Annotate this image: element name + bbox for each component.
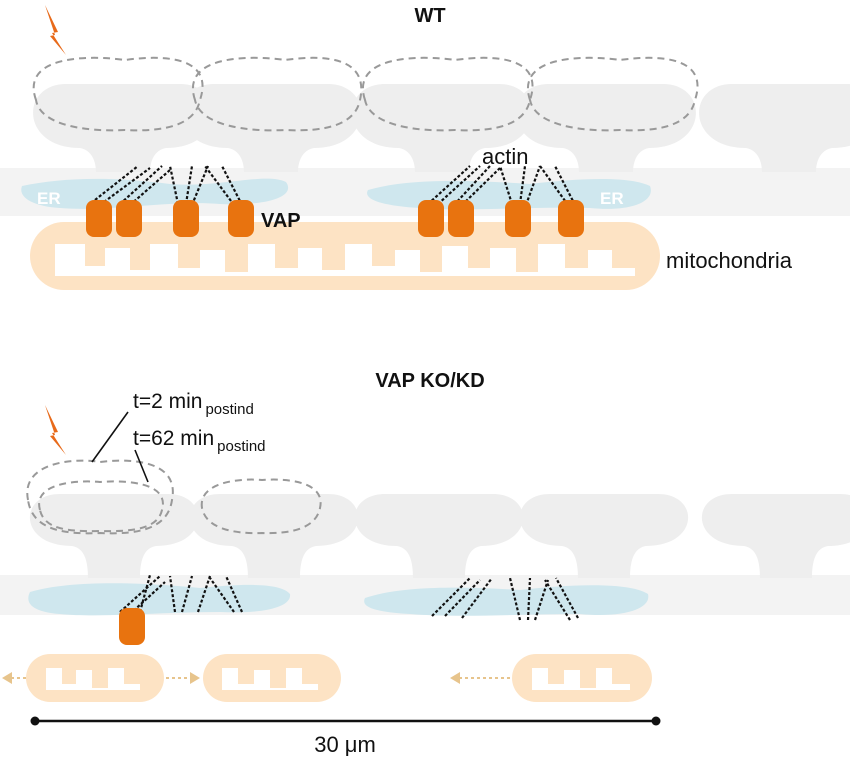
mitochondrion-cristae <box>55 244 635 276</box>
mitochondria-fragments <box>26 654 652 702</box>
mitochondria-label: mitochondria <box>666 248 793 273</box>
spine-outline <box>200 478 322 535</box>
er-label: ER <box>37 189 61 208</box>
scale-bar <box>30 716 661 726</box>
mitochondrion-fragment <box>203 654 341 702</box>
vap-label: VAP <box>261 210 301 232</box>
spines <box>29 494 850 578</box>
er-tubules <box>28 583 649 616</box>
er-label: ER <box>600 189 624 208</box>
vap-protein <box>558 200 584 237</box>
er-tubule <box>364 585 649 616</box>
arrow-head-icon <box>2 672 12 684</box>
vap-protein <box>448 200 474 237</box>
spine <box>29 494 199 578</box>
vap-protein <box>119 608 145 645</box>
spine <box>519 494 689 578</box>
actin-label: actin <box>482 144 528 169</box>
scale-bar-label: 30 μm <box>314 732 376 757</box>
spine <box>352 84 532 172</box>
vap-protein <box>116 200 142 237</box>
vap-protein <box>418 200 444 237</box>
vap-protein <box>173 200 199 237</box>
ko-title: VAP KO/KD <box>375 370 484 392</box>
spine <box>33 84 213 172</box>
lightning-bolt-icon <box>45 405 66 455</box>
wt-panel: ER ER <box>0 5 850 290</box>
vap-protein <box>505 200 531 237</box>
arrow-head-icon <box>190 672 200 684</box>
actin-filaments <box>94 165 576 206</box>
mitochondrion-fragment <box>26 654 164 702</box>
spines <box>33 84 850 172</box>
vap-protein <box>86 200 112 237</box>
enlarged-spine-outlines <box>26 459 322 535</box>
spine <box>354 494 524 578</box>
movement-arrows <box>2 672 510 684</box>
time-leaders <box>91 411 149 483</box>
spine <box>516 84 696 172</box>
wt-title: WT <box>414 5 445 27</box>
spine-outline-t2 <box>26 459 174 535</box>
spine <box>699 84 850 172</box>
mitochondrion-fragment <box>512 654 652 702</box>
arrow-head-icon <box>450 672 460 684</box>
lightning-bolt-icon <box>45 5 66 55</box>
mitochondrion <box>30 222 660 290</box>
spine <box>701 494 850 578</box>
spine-outline-t62 <box>38 480 164 533</box>
vap-proteins <box>86 200 584 237</box>
er-tubule <box>21 178 289 209</box>
spine <box>189 494 359 578</box>
spine <box>181 84 361 172</box>
vap-protein <box>228 200 254 237</box>
er-tubule <box>28 583 291 616</box>
